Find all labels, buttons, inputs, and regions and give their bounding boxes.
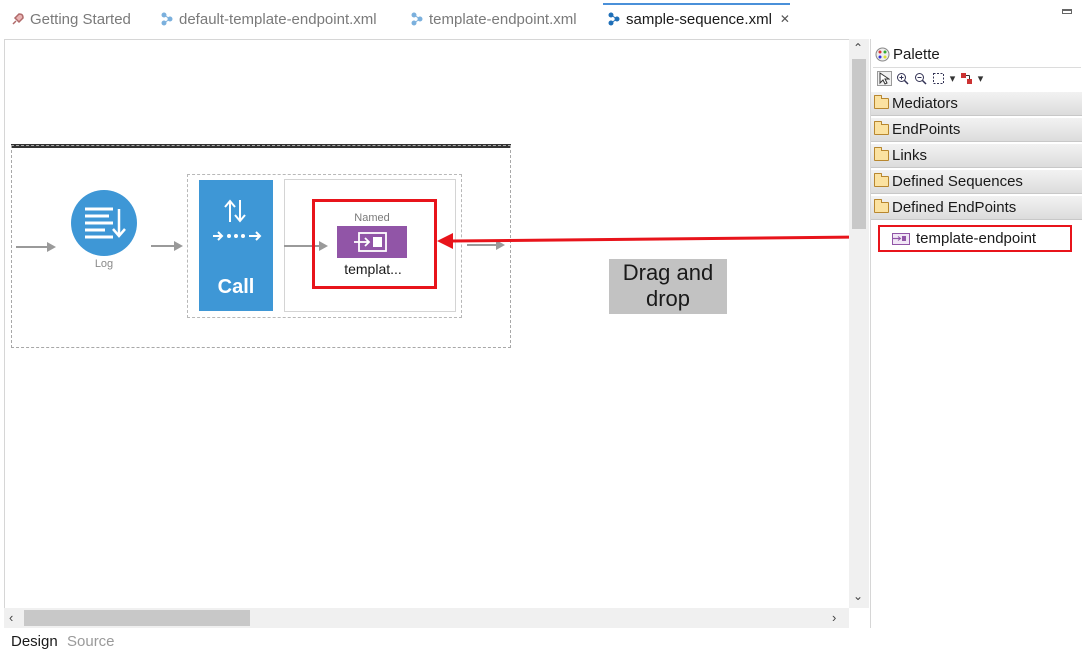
drawer-label: Links <box>892 147 928 164</box>
tab-design[interactable]: Design <box>11 633 58 650</box>
log-mediator[interactable] <box>71 190 137 256</box>
folder-icon <box>874 95 889 109</box>
palette-toolbar: ▾ ▾ <box>873 67 1081 89</box>
drawer-defined-endpoints[interactable]: Defined EndPoints <box>871 196 1082 220</box>
endpoint-icon <box>354 232 387 252</box>
drag-drop-arrow <box>437 233 849 249</box>
scroll-down-icon[interactable]: ⌄ <box>853 589 864 603</box>
zoom-out-icon[interactable] <box>913 71 928 86</box>
marquee-dropdown-icon[interactable]: ▾ <box>949 73 956 85</box>
folder-icon <box>874 121 889 135</box>
named-endpoint-label: Named <box>354 212 390 224</box>
horizontal-scrollbar[interactable]: ‹ › <box>4 608 849 628</box>
xml-file-icon <box>159 11 175 27</box>
flow-arrow <box>151 245 175 247</box>
folder-icon <box>874 173 889 187</box>
connection-dropdown-icon[interactable]: ▾ <box>977 73 984 85</box>
tab-getting-started[interactable]: Getting Started <box>10 8 131 30</box>
select-tool-icon[interactable] <box>877 71 892 86</box>
tab-label: Getting Started <box>30 10 131 28</box>
palette-item-label: template-endpoint <box>916 230 1037 247</box>
sequence-header-bar <box>11 144 511 148</box>
connection-tool-icon[interactable] <box>959 71 974 86</box>
xml-file-icon <box>409 11 425 27</box>
drawer-mediators[interactable]: Mediators <box>871 92 1082 116</box>
drawer-label: EndPoints <box>892 121 961 138</box>
xml-file-icon <box>606 11 622 27</box>
vertical-scroll-thumb[interactable] <box>852 59 866 229</box>
drawer-links[interactable]: Links <box>871 144 1082 168</box>
editor-mode-tabs: Design Source <box>0 628 870 660</box>
call-icon <box>213 199 262 241</box>
tab-label: template-endpoint.xml <box>429 10 577 28</box>
scroll-left-icon[interactable]: ‹ <box>9 610 14 625</box>
drag-and-drop-note: Drag and drop <box>609 259 727 314</box>
flow-arrow <box>284 245 320 247</box>
scroll-up-icon[interactable]: ⌃ <box>853 41 864 55</box>
palette-item-template-endpoint[interactable]: template-endpoint <box>878 225 1072 252</box>
endpoint-name: templat... <box>344 261 402 277</box>
drawer-label: Defined Sequences <box>892 173 1023 190</box>
call-mediator[interactable] <box>199 180 273 311</box>
tab-label: sample-sequence.xml <box>626 10 772 28</box>
flow-arrow-head <box>174 241 183 251</box>
folder-icon <box>874 199 889 213</box>
endpoint-icon <box>892 232 910 245</box>
tab-default-template-endpoint[interactable]: default-template-endpoint.xml <box>159 8 377 30</box>
drop-target-highlight <box>312 199 437 289</box>
editor-tab-bar: Getting Started default-template-endpoin… <box>0 0 1082 38</box>
active-tab-indicator <box>603 3 790 5</box>
note-line-1: Drag and <box>622 260 714 285</box>
vertical-scrollbar[interactable]: ⌃ ⌄ <box>849 39 869 608</box>
close-icon[interactable]: ✕ <box>779 12 790 26</box>
folder-icon <box>874 147 889 161</box>
marquee-tool-icon[interactable] <box>931 71 946 86</box>
log-label: Log <box>94 258 114 270</box>
palette-panel: Palette ▾ ▾ Mediators EndPoints Links D <box>870 39 1082 628</box>
sequence-container[interactable] <box>11 145 511 348</box>
rocket-icon <box>10 11 26 27</box>
note-line-2: drop <box>645 286 691 311</box>
palette-title: Palette <box>893 45 940 63</box>
flow-arrow-head <box>319 241 328 251</box>
palette-header: Palette <box>871 43 940 65</box>
scroll-right-icon[interactable]: › <box>832 610 837 625</box>
drawer-endpoints[interactable]: EndPoints <box>871 118 1082 142</box>
drawer-label: Mediators <box>892 95 958 112</box>
log-icon <box>85 207 126 239</box>
minimize-button[interactable] <box>1062 9 1072 14</box>
call-mediator-container[interactable] <box>187 174 462 318</box>
flow-arrow <box>467 244 497 246</box>
flow-arrow <box>16 246 48 248</box>
tab-sample-sequence[interactable]: sample-sequence.xml ✕ <box>606 8 790 30</box>
tab-label: default-template-endpoint.xml <box>179 10 377 28</box>
horizontal-scroll-thumb[interactable] <box>24 610 250 626</box>
flow-arrow-head <box>47 242 56 252</box>
named-endpoint[interactable] <box>337 226 407 258</box>
palette-icon <box>871 46 893 62</box>
call-label: Call <box>217 276 255 298</box>
tab-source[interactable]: Source <box>67 633 115 650</box>
flow-arrow-head <box>496 240 505 250</box>
drawer-defined-sequences[interactable]: Defined Sequences <box>871 170 1082 194</box>
zoom-in-icon[interactable] <box>895 71 910 86</box>
drawer-label: Defined EndPoints <box>892 199 1017 216</box>
design-canvas[interactable]: Log Call Named templat... <box>4 39 849 608</box>
tab-template-endpoint[interactable]: template-endpoint.xml <box>409 8 577 30</box>
